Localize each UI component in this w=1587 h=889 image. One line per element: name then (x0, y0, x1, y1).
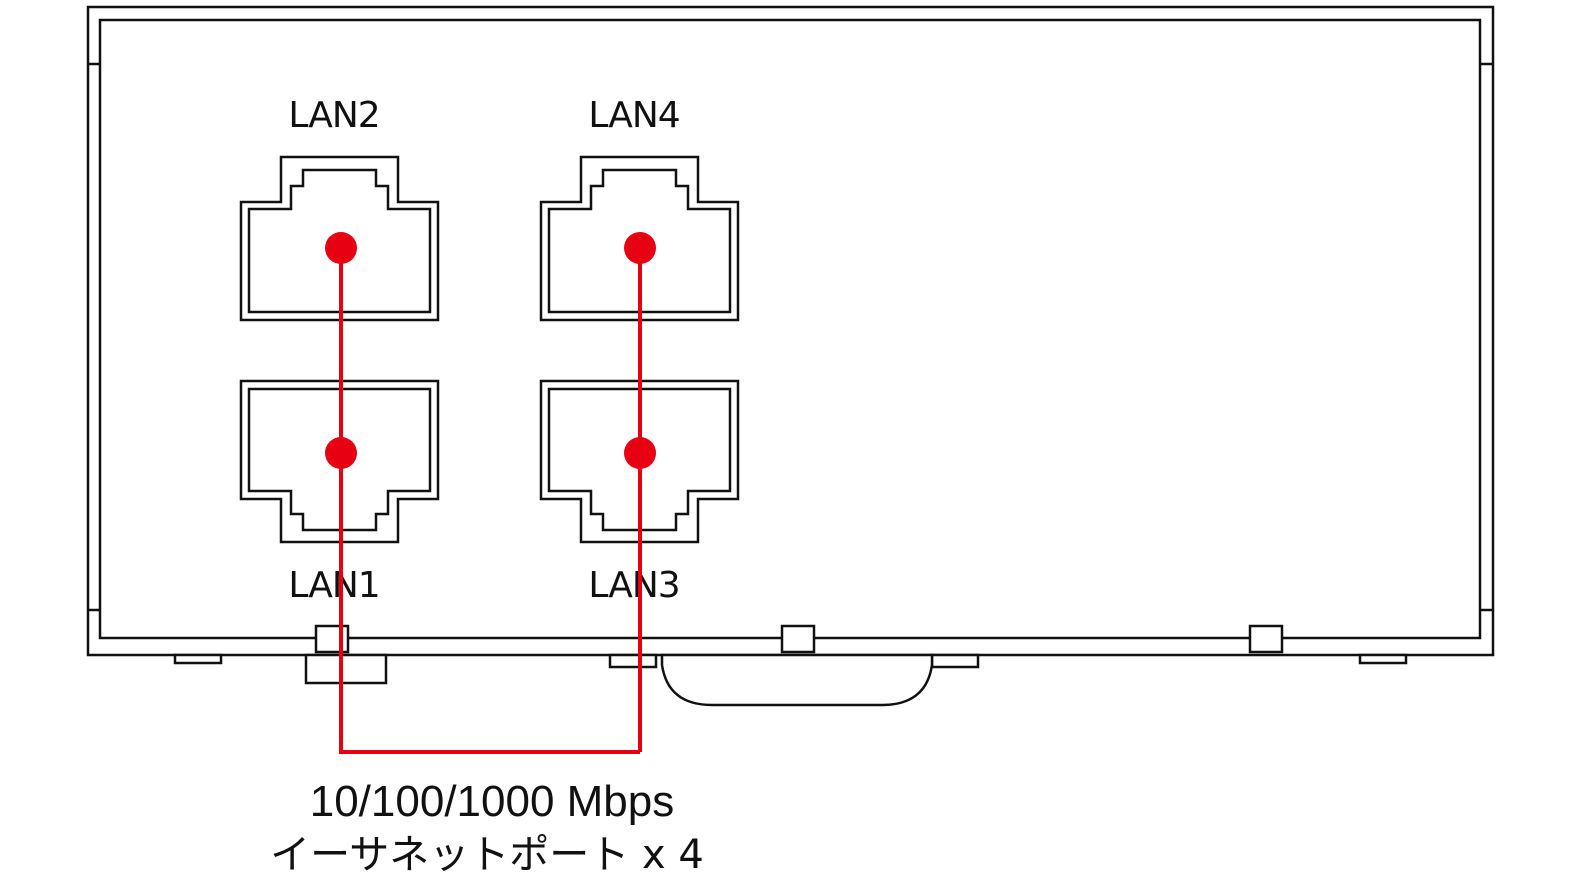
callout-dot-lan3 (624, 437, 656, 469)
caption-port-count: イーサネットポート x 4 (270, 832, 704, 878)
callout-dot-lan2 (325, 232, 357, 264)
caption-speed: 10/100/1000 Mbps (310, 777, 675, 826)
port-label-lan1: LAN1 (288, 565, 379, 606)
callout-dot-lan4 (624, 232, 656, 264)
chassis-feet (173, 624, 1408, 707)
callout-dot-lan1 (325, 437, 357, 469)
callout-line-left (339, 248, 640, 754)
callout-leader-lines (325, 232, 656, 754)
port-label-lan2: LAN2 (288, 95, 379, 136)
device-chassis (86, 5, 1495, 657)
port-label-lan4: LAN4 (588, 95, 679, 136)
port-label-lan3: LAN3 (588, 565, 679, 606)
